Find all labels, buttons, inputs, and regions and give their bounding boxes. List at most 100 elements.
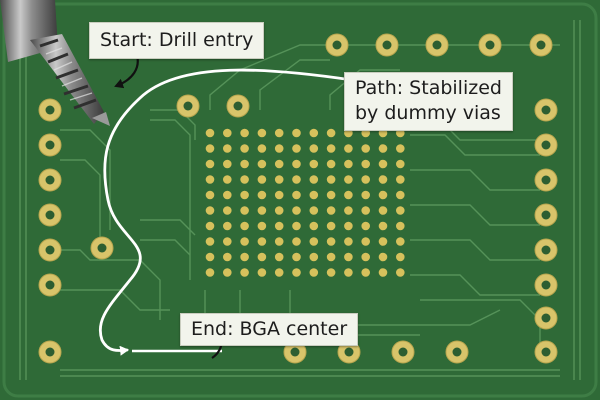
via-hole xyxy=(45,280,55,290)
bga-ball xyxy=(326,252,336,262)
bga-ball xyxy=(240,128,249,138)
via-hole xyxy=(541,210,551,220)
bga-ball xyxy=(378,268,388,277)
bga-ball xyxy=(240,206,249,215)
bga-ball xyxy=(309,237,319,246)
bga-ball xyxy=(240,221,249,231)
via-hole xyxy=(290,347,300,357)
via-hole xyxy=(398,347,408,357)
copper-trace xyxy=(150,109,196,140)
bga-ball xyxy=(257,221,267,231)
bga-ball xyxy=(240,252,249,262)
bga-ball xyxy=(361,144,371,153)
bga-ball xyxy=(292,128,301,138)
bga-ball xyxy=(257,128,267,138)
bga-ball xyxy=(396,190,405,200)
bga-ball xyxy=(361,268,371,277)
bga-ball xyxy=(205,206,215,215)
bga-ball xyxy=(326,128,336,138)
bga-ball xyxy=(396,237,405,246)
bga-ball xyxy=(223,206,232,215)
via-hole xyxy=(97,243,107,253)
via-hole xyxy=(541,175,551,185)
bga-ball xyxy=(223,128,232,138)
bga-ball xyxy=(326,144,336,153)
bga-ball xyxy=(378,144,388,153)
copper-trace xyxy=(150,119,191,280)
bga-ball xyxy=(274,268,284,277)
bga-ball xyxy=(257,268,267,277)
copper-trace xyxy=(420,299,541,360)
copper-trace xyxy=(60,129,111,230)
bga-ball xyxy=(309,144,319,153)
bga-ball xyxy=(292,175,301,184)
bga-ball xyxy=(292,237,301,246)
edge-pads xyxy=(38,33,558,364)
bga-ball xyxy=(292,190,301,200)
copper-trace xyxy=(140,219,196,236)
bga-ball xyxy=(205,128,215,138)
bga-ball-array xyxy=(205,128,405,277)
bga-ball xyxy=(361,237,371,246)
via-hole xyxy=(541,313,551,323)
bga-ball xyxy=(396,159,405,169)
bga-ball xyxy=(274,128,284,138)
bga-ball xyxy=(205,237,215,246)
copper-trace xyxy=(410,204,540,226)
bga-ball xyxy=(205,159,215,169)
bga-ball xyxy=(309,252,319,262)
bga-ball xyxy=(378,237,388,246)
via-hole xyxy=(452,347,462,357)
via-hole xyxy=(382,40,392,50)
bga-ball xyxy=(205,268,215,277)
bga-ball xyxy=(223,159,232,169)
copper-trace xyxy=(259,59,330,110)
copper-trace xyxy=(410,239,540,261)
bga-ball xyxy=(274,206,284,215)
bga-ball xyxy=(344,237,353,246)
bga-ball xyxy=(361,221,371,231)
bga-ball xyxy=(326,175,336,184)
copper-trace xyxy=(410,169,540,191)
bga-ball xyxy=(257,190,267,200)
bga-ball xyxy=(274,144,284,153)
bga-ball xyxy=(396,206,405,215)
bga-ball xyxy=(378,190,388,200)
bga-ball xyxy=(292,206,301,215)
bga-ball xyxy=(344,144,353,153)
copper-trace xyxy=(140,239,191,256)
bga-ball xyxy=(326,221,336,231)
bga-ball xyxy=(326,268,336,277)
bga-ball xyxy=(344,190,353,200)
via-hole xyxy=(432,40,442,50)
bga-ball xyxy=(361,159,371,169)
bga-ball xyxy=(378,206,388,215)
copper-trace xyxy=(60,159,101,260)
bga-ball xyxy=(344,206,353,215)
bga-ball xyxy=(223,190,232,200)
bga-ball xyxy=(344,221,353,231)
bga-ball xyxy=(309,175,319,184)
bga-ball xyxy=(257,144,267,153)
via-hole xyxy=(541,245,551,255)
bga-ball xyxy=(396,268,405,277)
bga-ball xyxy=(326,159,336,169)
bga-ball xyxy=(240,268,249,277)
bga-ball xyxy=(344,252,353,262)
bga-ball xyxy=(292,252,301,262)
bga-ball xyxy=(240,159,249,169)
via-hole xyxy=(344,347,354,357)
bga-ball xyxy=(205,175,215,184)
bga-ball xyxy=(396,252,405,262)
bga-ball xyxy=(223,252,232,262)
bga-ball xyxy=(274,252,284,262)
bga-ball xyxy=(378,252,388,262)
bga-ball xyxy=(205,144,215,153)
bga-ball xyxy=(205,252,215,262)
via-hole xyxy=(541,280,551,290)
bga-ball xyxy=(309,221,319,231)
bga-ball xyxy=(344,159,353,169)
copper-trace xyxy=(60,249,161,320)
